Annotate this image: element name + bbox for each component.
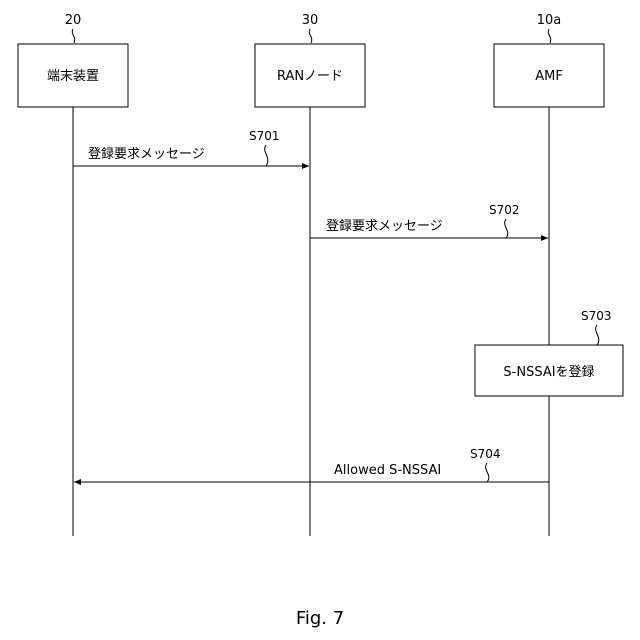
message-step-s702: S702 [489, 203, 520, 217]
message-step-s701: S701 [249, 129, 280, 143]
figure-caption: Fig. 7 [296, 608, 344, 629]
entity-label-terminal: 端末装置 [47, 69, 99, 84]
entity-ref-10a: 10a [537, 13, 562, 28]
step-leader-s701 [265, 145, 268, 166]
step-leader-s704 [486, 463, 489, 482]
message-label-s704: Allowed S-NSSAI [334, 463, 441, 478]
entity-ref-20: 20 [65, 13, 82, 28]
message-label-s702: 登録要求メッセージ [326, 219, 443, 234]
entity-label-ran-node: RANノード [277, 69, 343, 84]
entity-ref-leader-20 [72, 29, 75, 43]
message-step-s704: S704 [470, 447, 501, 461]
entity-ref-leader-30 [309, 29, 312, 43]
step-leader-s703 [596, 325, 599, 345]
message-label-s701: 登録要求メッセージ [88, 147, 205, 162]
entity-ref-leader-10a [548, 29, 551, 43]
entity-label-amf: AMF [535, 69, 563, 84]
entity-ref-30: 30 [302, 13, 319, 28]
process-label-s703: S-NSSAIを登録 [503, 365, 594, 380]
process-step-s703: S703 [581, 309, 612, 323]
step-leader-s702 [505, 219, 508, 238]
